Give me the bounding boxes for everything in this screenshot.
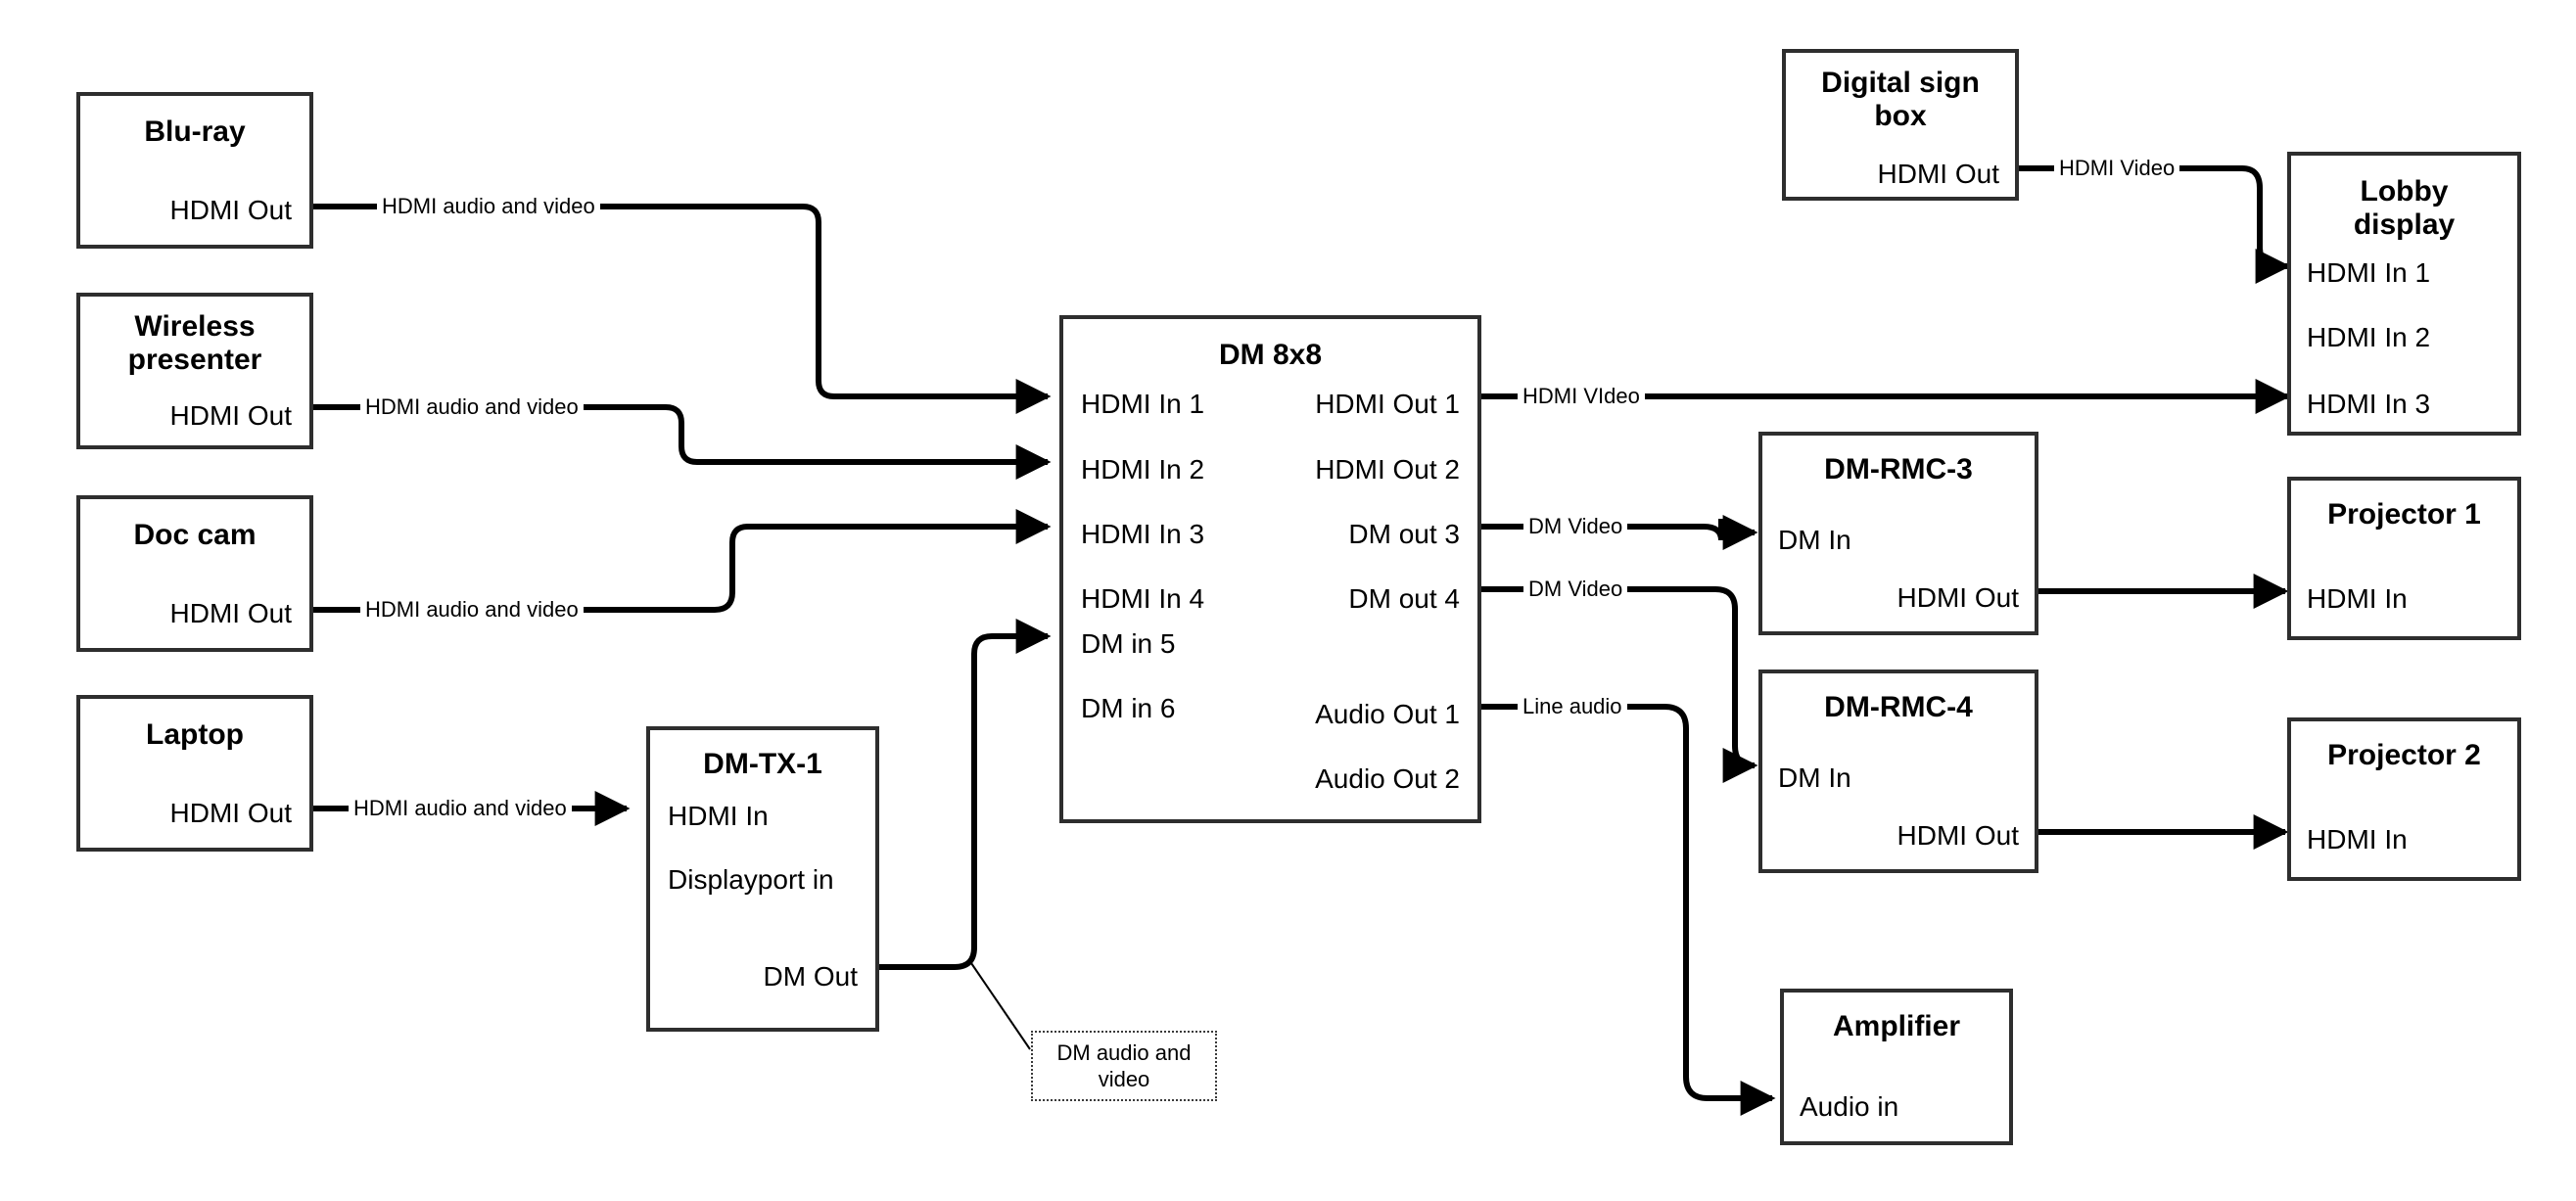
- node-dm-rmc-4-title: DM-RMC-4: [1824, 691, 1973, 723]
- wire-digitalsign-to-lobby-hdmi-in-1: [2018, 165, 2291, 284]
- node-doc-cam-title: Doc cam: [133, 519, 257, 551]
- node-dm-8x8-output-dm-out-3[interactable]: DM out 3: [1348, 519, 1460, 549]
- node-dm-tx-1-port-dm-out[interactable]: DM Out: [763, 961, 858, 992]
- node-wireless-presenter-title-line2: presenter: [127, 344, 262, 376]
- node-digital-sign-box-title-line2: box: [1874, 100, 1927, 132]
- node-projector-1[interactable]: Projector 1 HDMI In: [2287, 477, 2521, 640]
- node-amplifier[interactable]: Amplifier Audio in: [1780, 989, 2013, 1145]
- node-dm-rmc-4-port-dm-in[interactable]: DM In: [1778, 762, 1851, 793]
- node-amplifier-title: Amplifier: [1832, 1010, 1961, 1042]
- node-wireless-presenter[interactable]: Wireless presenter HDMI Out: [76, 293, 313, 449]
- node-dm-tx-1[interactable]: DM-TX-1 HDMI In Displayport in DM Out: [646, 726, 879, 1032]
- node-dm-8x8-input-dm-in-6[interactable]: DM in 6: [1081, 693, 1176, 723]
- node-dm-8x8-output-dm-out-4[interactable]: DM out 4: [1348, 583, 1460, 614]
- node-dm-rmc-3[interactable]: DM-RMC-3 DM In HDMI Out: [1758, 432, 2038, 635]
- node-laptop[interactable]: Laptop HDMI Out: [76, 695, 313, 852]
- node-dm-8x8-output-hdmi-out-1[interactable]: HDMI Out 1: [1315, 389, 1460, 419]
- node-dm-8x8-input-hdmi-in-2[interactable]: HDMI In 2: [1081, 454, 1205, 485]
- edge-label-dm-out-3-to-rmc3: DM Video: [1523, 516, 1628, 537]
- node-dm-tx-1-port-hdmi-in[interactable]: HDMI In: [668, 801, 769, 831]
- node-bluray[interactable]: Blu-ray HDMI Out: [76, 92, 313, 249]
- node-dm-rmc-3-title: DM-RMC-3: [1824, 453, 1973, 485]
- edge-label-bluray-to-dm: HDMI audio and video: [377, 196, 600, 217]
- node-dm-8x8-input-hdmi-in-4[interactable]: HDMI In 4: [1081, 583, 1205, 614]
- node-projector-2-title: Projector 2: [2327, 739, 2481, 771]
- node-lobby-display-title-line2: display: [2353, 208, 2456, 241]
- node-dm-rmc-3-port-dm-in[interactable]: DM In: [1778, 525, 1851, 555]
- node-doc-cam-port-hdmi-out[interactable]: HDMI Out: [169, 598, 292, 628]
- node-projector-1-title: Projector 1: [2327, 498, 2481, 531]
- node-dm-8x8-input-hdmi-in-1[interactable]: HDMI In 1: [1081, 389, 1205, 419]
- node-lobby-display-title-line1: Lobby: [2360, 175, 2449, 208]
- node-digital-sign-box-title-line1: Digital sign: [1821, 67, 1980, 99]
- node-projector-1-port-hdmi-in[interactable]: HDMI In: [2307, 583, 2408, 614]
- node-bluray-port-hdmi-out[interactable]: HDMI Out: [169, 195, 292, 225]
- node-projector-2[interactable]: Projector 2 HDMI In: [2287, 717, 2521, 881]
- node-laptop-port-hdmi-out[interactable]: HDMI Out: [169, 798, 292, 828]
- node-wireless-presenter-port-hdmi-out[interactable]: HDMI Out: [169, 400, 292, 431]
- wire-dm-audio-out-1-to-amplifier: [1481, 704, 1776, 1116]
- node-dm-8x8-title: DM 8x8: [1218, 339, 1323, 371]
- edge-label-doccam-to-dm: HDMI audio and video: [360, 599, 584, 621]
- node-dm-tx-1-title: DM-TX-1: [703, 748, 822, 780]
- edge-label-dm-hdmi-out-1-to-lobby: HDMI VIdeo: [1518, 386, 1645, 407]
- node-dm-rmc-4-port-hdmi-out[interactable]: HDMI Out: [1897, 820, 2019, 851]
- node-dm-8x8-input-dm-in-5[interactable]: DM in 5: [1081, 628, 1176, 659]
- node-dm-8x8-output-hdmi-out-2[interactable]: HDMI Out 2: [1315, 454, 1460, 485]
- wire-dmtx1-to-dm-in-5: [879, 619, 1052, 970]
- node-dm-rmc-4[interactable]: DM-RMC-4 DM In HDMI Out: [1758, 670, 2038, 873]
- node-lobby-display-port-hdmi-in-3[interactable]: HDMI In 3: [2307, 389, 2431, 419]
- node-doc-cam[interactable]: Doc cam HDMI Out: [76, 495, 313, 652]
- node-dm-tx-1-port-displayport-in[interactable]: Displayport in: [668, 864, 834, 895]
- node-lobby-display-port-hdmi-in-1[interactable]: HDMI In 1: [2307, 257, 2431, 288]
- node-laptop-title: Laptop: [146, 718, 244, 751]
- wire-bluray-to-dm-hdmi-in-1: [313, 204, 1052, 414]
- edge-label-wireless-to-dm: HDMI audio and video: [360, 396, 584, 418]
- node-dm-rmc-3-port-hdmi-out[interactable]: HDMI Out: [1897, 582, 2019, 613]
- node-digital-sign-box-port-hdmi-out[interactable]: HDMI Out: [1877, 159, 1999, 189]
- node-dm-8x8-output-audio-out-1[interactable]: Audio Out 1: [1315, 699, 1460, 729]
- edge-label-laptop-to-dmtx1: HDMI audio and video: [349, 798, 572, 819]
- node-dm-8x8[interactable]: DM 8x8 HDMI In 1 HDMI In 2 HDMI In 3 HDM…: [1059, 315, 1481, 823]
- node-digital-sign-box[interactable]: Digital sign box HDMI Out: [1782, 49, 2019, 201]
- node-dm-8x8-input-hdmi-in-3[interactable]: HDMI In 3: [1081, 519, 1205, 549]
- node-dm-8x8-output-audio-out-2[interactable]: Audio Out 2: [1315, 763, 1460, 794]
- leader-line-dm-note: [970, 962, 1031, 1050]
- node-projector-2-port-hdmi-in[interactable]: HDMI In: [2307, 824, 2408, 855]
- edge-label-audio-out-1-to-amplifier: Line audio: [1518, 696, 1627, 717]
- node-bluray-title: Blu-ray: [144, 115, 246, 148]
- node-amplifier-port-audio-in[interactable]: Audio in: [1800, 1091, 1899, 1122]
- wire-dm-out-4-to-dmrmc4: [1481, 586, 1758, 783]
- node-wireless-presenter-title-line1: Wireless: [134, 310, 256, 343]
- node-lobby-display[interactable]: Lobby display HDMI In 1 HDMI In 2 HDMI I…: [2287, 152, 2521, 436]
- edge-label-digitalsign-to-lobby: HDMI Video: [2054, 158, 2180, 179]
- edge-label-dm-out-4-to-rmc4: DM Video: [1523, 578, 1628, 600]
- node-lobby-display-port-hdmi-in-2[interactable]: HDMI In 2: [2307, 322, 2431, 352]
- note-dm-audio-and-video: DM audio and video: [1031, 1031, 1217, 1101]
